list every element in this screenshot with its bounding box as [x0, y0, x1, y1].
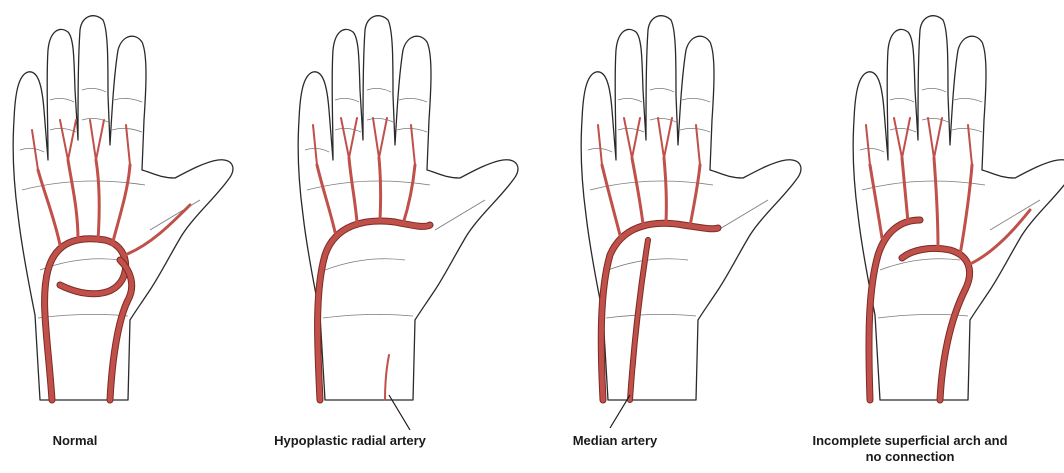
label-incomplete-arch: Incomplete superficial arch and no conne…	[780, 433, 1040, 465]
label-hypoplastic-radial: Hypoplastic radial artery	[250, 433, 450, 449]
panel-median	[581, 16, 801, 428]
panel-incomplete-arch	[853, 16, 1064, 400]
label-incomplete-arch-line2: no connection	[780, 449, 1040, 465]
panel-hypoplastic-radial	[298, 16, 518, 430]
label-normal: Normal	[40, 433, 110, 449]
label-incomplete-arch-line1: Incomplete superficial arch and	[780, 433, 1040, 449]
panel-normal	[13, 16, 233, 400]
label-median: Median artery	[550, 433, 680, 449]
